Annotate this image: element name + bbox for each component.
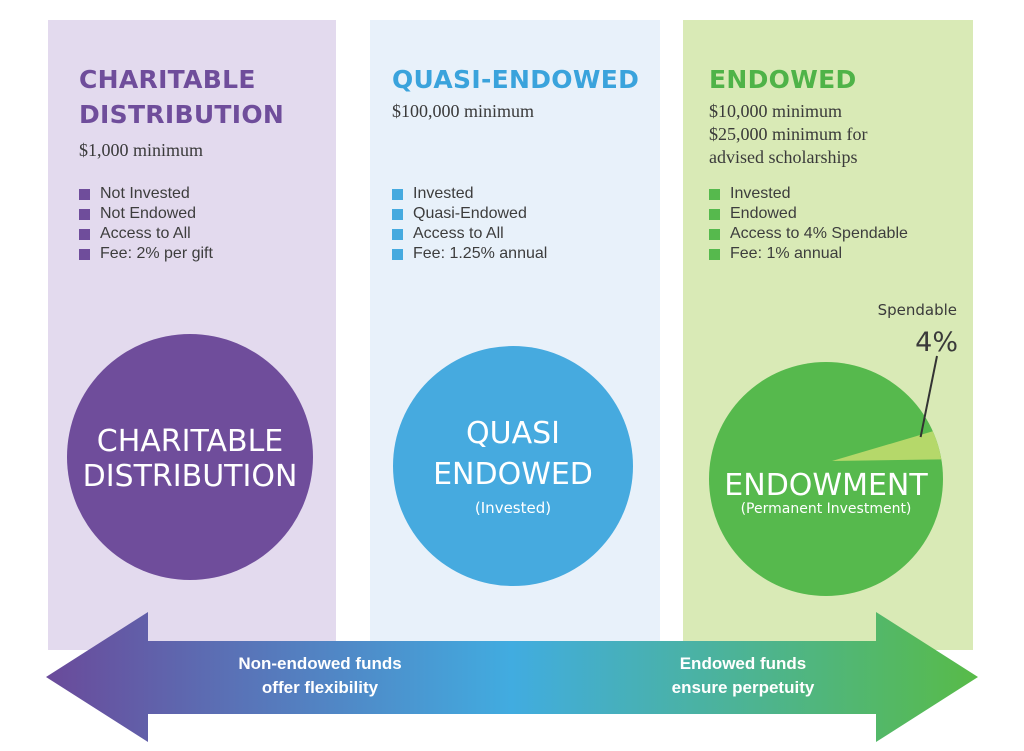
square-bullet-icon bbox=[79, 248, 90, 260]
endowed-features: Invested Endowed Access to 4% Spendable … bbox=[709, 184, 908, 264]
feature-item: Access to 4% Spendable bbox=[709, 224, 908, 244]
endowed-panel: ENDOWED $10,000 minimum $25,000 minimum … bbox=[683, 20, 973, 650]
arrow-right-text: Endowed funds bbox=[680, 654, 807, 673]
flexibility-perpetuity-arrow bbox=[46, 612, 978, 742]
square-bullet-icon bbox=[709, 248, 720, 260]
square-bullet-icon bbox=[709, 188, 720, 200]
quasi-endowed-circle bbox=[393, 346, 633, 586]
endowed-title: ENDOWED bbox=[709, 62, 857, 97]
quasi-endowed-circle-label: ENDOWED bbox=[433, 457, 593, 492]
charitable-circle-label: DISTRIBUTION bbox=[83, 459, 298, 494]
feature-item: Endowed bbox=[709, 204, 908, 224]
endowed-minimum-line: advised scholarships bbox=[709, 147, 858, 167]
square-bullet-icon bbox=[392, 208, 403, 220]
feature-text: Quasi-Endowed bbox=[413, 205, 527, 222]
square-bullet-icon bbox=[79, 188, 90, 200]
charitable-minimum-line: $1,000 minimum bbox=[79, 140, 204, 160]
arrow-right-text: ensure perpetuity bbox=[672, 678, 815, 697]
spendable-label: Spendable bbox=[878, 301, 957, 319]
feature-item: Fee: 2% per gift bbox=[79, 244, 213, 264]
quasi-endowed-features: Invested Quasi-Endowed Access to All Fee… bbox=[392, 184, 547, 264]
feature-item: Access to All bbox=[392, 224, 547, 244]
charitable-minimum: $1,000 minimum bbox=[79, 139, 203, 162]
feature-text: Access to 4% Spendable bbox=[730, 225, 908, 242]
square-bullet-icon bbox=[392, 228, 403, 240]
charitable-features: Not Invested Not Endowed Access to All F… bbox=[79, 184, 213, 264]
feature-text: Fee: 1% annual bbox=[730, 245, 843, 262]
endowment-circle bbox=[709, 362, 943, 596]
square-bullet-icon bbox=[709, 208, 720, 220]
charitable-title-line: CHARITABLE bbox=[79, 65, 256, 94]
endowed-title-line: ENDOWED bbox=[709, 65, 857, 94]
feature-item: Fee: 1% annual bbox=[709, 244, 908, 264]
feature-text: Not Endowed bbox=[100, 205, 197, 222]
square-bullet-icon bbox=[392, 188, 403, 200]
feature-item: Quasi-Endowed bbox=[392, 204, 547, 224]
endowed-minimum-line: $10,000 minimum bbox=[709, 101, 843, 121]
feature-text: Fee: 1.25% annual bbox=[413, 245, 548, 262]
feature-text: Endowed bbox=[730, 205, 797, 222]
quasi-endowed-title-line: QUASI-ENDOWED bbox=[392, 65, 640, 94]
spendable-leader-line bbox=[919, 355, 938, 438]
spendable-wedge bbox=[832, 431, 942, 461]
feature-text: Invested bbox=[413, 185, 474, 202]
feature-item: Not Invested bbox=[79, 184, 213, 204]
endowment-circle-sublabel: (Permanent Investment) bbox=[741, 501, 912, 517]
feature-text: Access to All bbox=[100, 225, 191, 242]
charitable-title: CHARITABLE DISTRIBUTION bbox=[79, 62, 284, 132]
spendable-value: 4% bbox=[915, 327, 958, 358]
square-bullet-icon bbox=[79, 208, 90, 220]
feature-item: Invested bbox=[392, 184, 547, 204]
quasi-endowed-title: QUASI-ENDOWED bbox=[392, 62, 639, 97]
arrow-left-text: Non-endowed funds bbox=[238, 654, 401, 673]
arrow-left-text: offer flexibility bbox=[262, 678, 379, 697]
feature-text: Invested bbox=[730, 185, 791, 202]
square-bullet-icon bbox=[79, 228, 90, 240]
feature-item: Not Endowed bbox=[79, 204, 213, 224]
charitable-title-line: DISTRIBUTION bbox=[79, 100, 285, 129]
feature-item: Invested bbox=[709, 184, 908, 204]
endowed-minimum: $10,000 minimum $25,000 minimum for advi… bbox=[709, 100, 868, 169]
square-bullet-icon bbox=[392, 248, 403, 260]
quasi-endowed-circle-label: QUASI bbox=[466, 416, 560, 451]
feature-item: Fee: 1.25% annual bbox=[392, 244, 547, 264]
charitable-circle-label: CHARITABLE bbox=[97, 424, 284, 459]
square-bullet-icon bbox=[709, 228, 720, 240]
quasi-endowed-minimum-line: $100,000 minimum bbox=[392, 101, 535, 121]
quasi-endowed-minimum: $100,000 minimum bbox=[392, 100, 534, 123]
endowed-minimum-line: $25,000 minimum for bbox=[709, 124, 868, 144]
feature-text: Access to All bbox=[413, 225, 504, 242]
feature-item: Access to All bbox=[79, 224, 213, 244]
feature-text: Fee: 2% per gift bbox=[100, 245, 213, 262]
feature-text: Not Invested bbox=[100, 185, 190, 202]
endowment-circle-label: ENDOWMENT bbox=[724, 468, 928, 503]
quasi-endowed-circle-sublabel: (Invested) bbox=[475, 499, 551, 517]
charitable-distribution-circle bbox=[67, 334, 313, 580]
